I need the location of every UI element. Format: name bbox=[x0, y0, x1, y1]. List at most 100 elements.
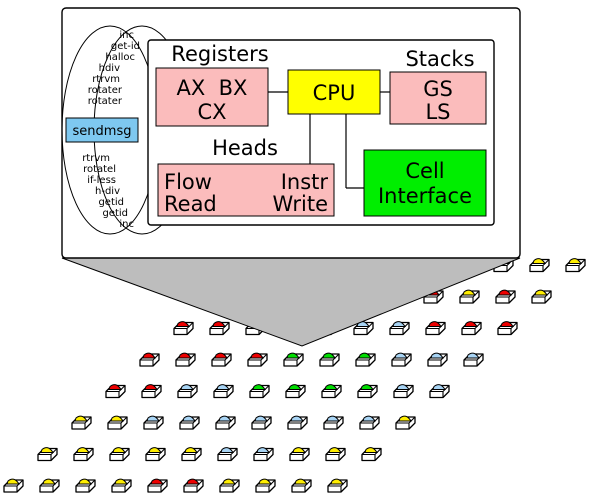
instruction-label: rotater bbox=[88, 96, 123, 107]
organism-cell bbox=[357, 384, 378, 399]
instruction-label: if-less bbox=[87, 175, 116, 186]
organism-cell bbox=[495, 289, 516, 304]
instruction-label: inc bbox=[119, 219, 134, 230]
organism-cell bbox=[179, 415, 200, 430]
organism-cell bbox=[497, 321, 518, 336]
organism-cell bbox=[105, 384, 126, 399]
organism-cell bbox=[285, 384, 306, 399]
registers-line-2: CX bbox=[197, 100, 226, 124]
instruction-label: rtrvm bbox=[92, 74, 120, 85]
heads-read: Read bbox=[164, 192, 217, 216]
organism-cell bbox=[249, 384, 270, 399]
organism-cell bbox=[215, 415, 236, 430]
heads-title: Heads bbox=[212, 136, 278, 160]
organism-cell bbox=[183, 478, 204, 493]
registers-box bbox=[155, 67, 269, 127]
organism-cell bbox=[219, 478, 240, 493]
organism-cell bbox=[39, 478, 60, 493]
connector-lines bbox=[268, 91, 390, 189]
organism-cell bbox=[355, 352, 376, 367]
organism-grid bbox=[3, 258, 586, 493]
organism-cell bbox=[323, 415, 344, 430]
organism-cell bbox=[3, 478, 24, 493]
organism-cell bbox=[425, 321, 446, 336]
organism-cell bbox=[177, 384, 198, 399]
organism-cell bbox=[565, 258, 586, 273]
cell-interface-line-2: Interface bbox=[378, 184, 472, 208]
heads-instr: Instr bbox=[281, 170, 329, 194]
organism-cell bbox=[111, 478, 132, 493]
instruction-label: getid bbox=[102, 208, 128, 219]
stacks-line-2: LS bbox=[425, 100, 450, 124]
organism-cell bbox=[291, 478, 312, 493]
organism-cell bbox=[107, 415, 128, 430]
organism-cell bbox=[289, 447, 310, 462]
instruction-label: h-div bbox=[95, 186, 120, 197]
organism-cell bbox=[389, 321, 410, 336]
organism-cell bbox=[145, 447, 166, 462]
organism-cell bbox=[461, 321, 482, 336]
heads-write: Write bbox=[273, 192, 328, 216]
organism-cell bbox=[75, 478, 96, 493]
organism-cell bbox=[147, 478, 168, 493]
stacks-box bbox=[389, 71, 487, 125]
organism-cell bbox=[359, 415, 380, 430]
sendmsg-label: sendmsg bbox=[73, 124, 132, 139]
organism-cell bbox=[319, 352, 340, 367]
cpu-label: CPU bbox=[313, 81, 356, 105]
organism-cell bbox=[393, 384, 414, 399]
organism-cell bbox=[209, 321, 230, 336]
organism-cell bbox=[459, 289, 480, 304]
organism-cell bbox=[529, 258, 550, 273]
stacks-line-1: GS bbox=[423, 77, 453, 101]
registers-title: Registers bbox=[171, 42, 268, 66]
organism-cell bbox=[139, 352, 160, 367]
organism-cell bbox=[213, 384, 234, 399]
organism-cell bbox=[253, 447, 274, 462]
organism-cell bbox=[211, 352, 232, 367]
organism-cell bbox=[143, 415, 164, 430]
organism-cell bbox=[287, 415, 308, 430]
organism-cell bbox=[463, 352, 484, 367]
organism-cell bbox=[247, 352, 268, 367]
cpu-box bbox=[287, 69, 381, 115]
organism-cell bbox=[109, 447, 130, 462]
instruction-label: hdiv bbox=[99, 63, 120, 74]
organism-cell bbox=[327, 478, 348, 493]
sendmsg-box bbox=[65, 117, 139, 143]
organism-cell bbox=[251, 415, 272, 430]
heads-flow: Flow bbox=[164, 170, 212, 194]
organism-cell bbox=[255, 478, 276, 493]
instruction-label: inc bbox=[119, 30, 134, 41]
heads-box bbox=[157, 163, 335, 217]
instruction-label: getid bbox=[98, 197, 124, 208]
organism-cell bbox=[531, 289, 552, 304]
organism-cell bbox=[429, 384, 450, 399]
cell-interface-line-1: Cell bbox=[405, 159, 444, 183]
organism-cell bbox=[181, 447, 202, 462]
organism-cell bbox=[361, 447, 382, 462]
stacks-title: Stacks bbox=[405, 47, 474, 71]
instruction-label: get-id bbox=[111, 41, 140, 52]
organism-cell bbox=[217, 447, 238, 462]
instruction-label: rotater bbox=[88, 85, 123, 96]
instruction-label: rtrvm bbox=[82, 153, 110, 164]
instruction-label: rotatel bbox=[83, 164, 116, 175]
registers-line-1: AX BX bbox=[177, 76, 248, 100]
organism-cell bbox=[71, 415, 92, 430]
zoom-cone bbox=[61, 257, 521, 347]
instruction-list-bottom: rtrvm rotatel if-less h-div getid getid … bbox=[82, 153, 134, 230]
organism-cell bbox=[173, 321, 194, 336]
organism-cell bbox=[325, 447, 346, 462]
organism-cell bbox=[283, 352, 304, 367]
organism-cell bbox=[427, 352, 448, 367]
organism-cell bbox=[395, 415, 416, 430]
organism-cell bbox=[321, 384, 342, 399]
organism-cell bbox=[73, 447, 94, 462]
cell-interface-box bbox=[363, 149, 487, 217]
organism-cell bbox=[37, 447, 58, 462]
organism-cell bbox=[141, 384, 162, 399]
organism-cell bbox=[175, 352, 196, 367]
organism-cell bbox=[391, 352, 412, 367]
